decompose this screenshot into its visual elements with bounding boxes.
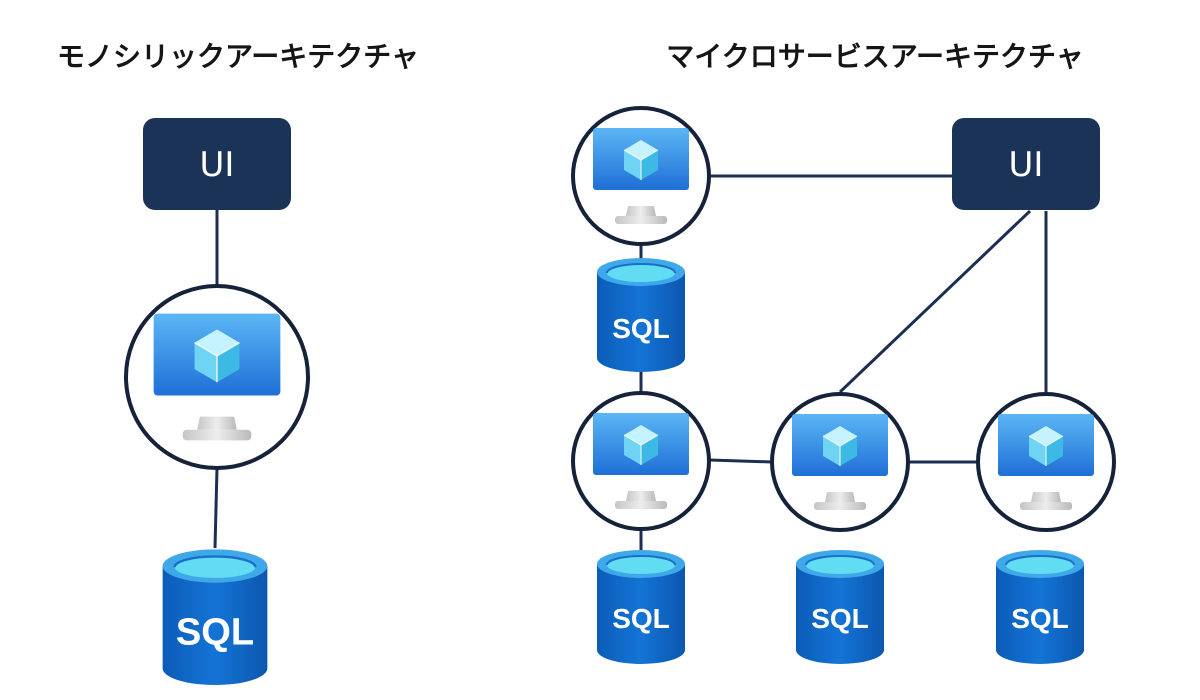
service-c-server bbox=[770, 392, 910, 532]
service-c-database: SQL bbox=[795, 549, 885, 665]
link-service-b-to-service-c bbox=[709, 458, 773, 464]
ui-box: UI bbox=[952, 118, 1100, 210]
microservices-title: マイクロサービスアーキテクチャ bbox=[666, 40, 1083, 73]
service-d-server bbox=[976, 392, 1116, 532]
service-b-database: SQL bbox=[596, 549, 686, 665]
database-label: SQL bbox=[1011, 603, 1069, 634]
database-label: SQL bbox=[612, 313, 670, 344]
connectors bbox=[213, 174, 1048, 552]
database-label: SQL bbox=[811, 603, 869, 634]
link-monolith-to-db bbox=[213, 467, 219, 549]
monolithic-title: モノシリックアーキテクチャ bbox=[57, 40, 419, 73]
monolithic-section: UI SQL bbox=[124, 118, 310, 687]
service-a-database: SQL bbox=[596, 257, 686, 373]
service-b-server bbox=[571, 391, 711, 531]
microservices-section: UI SQL SQL bbox=[571, 106, 1116, 665]
link-ui-to-service-c bbox=[838, 209, 1032, 394]
database-label: SQL bbox=[612, 603, 670, 634]
ui-box-label: UI bbox=[200, 145, 235, 185]
database-label: SQL bbox=[176, 612, 254, 654]
service-a-server bbox=[571, 106, 711, 246]
monolith-server bbox=[124, 284, 310, 470]
monolith-database: SQL bbox=[161, 548, 269, 687]
service-d-database: SQL bbox=[995, 549, 1085, 665]
ui-box-label: UI bbox=[1009, 145, 1044, 185]
ui-box: UI bbox=[143, 118, 291, 210]
